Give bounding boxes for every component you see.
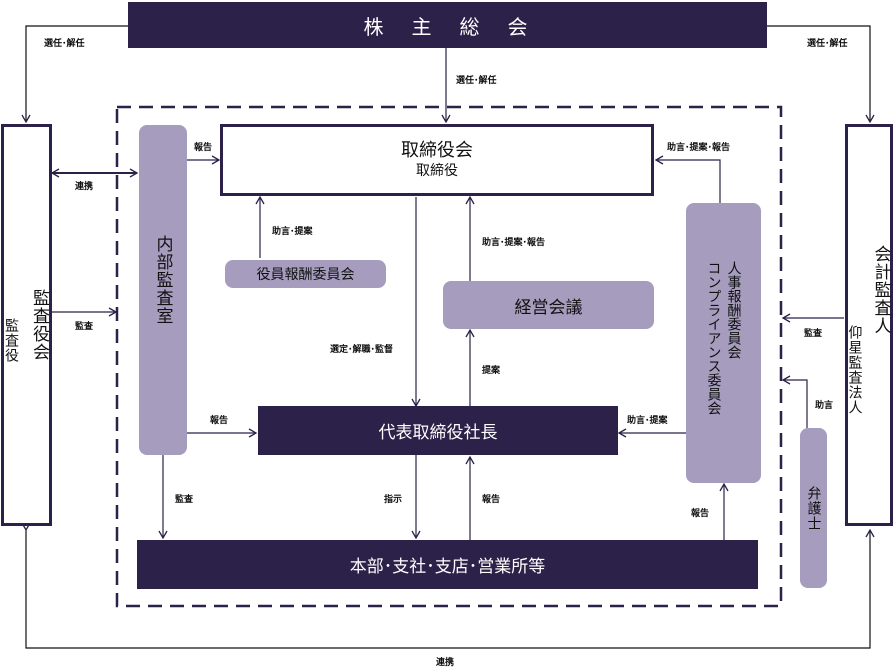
label-cooperation-top: 連携 xyxy=(75,182,94,192)
audit-board-title: 監査役会 xyxy=(29,289,49,361)
president-box: 代表取締役社長 xyxy=(258,406,618,455)
arrow-cooperation-bottom xyxy=(21,522,875,649)
internal-audit-label: 内部監査室 xyxy=(152,235,173,325)
shareholders-meeting-label: 株 主 総 会 xyxy=(363,14,532,39)
management-meeting-box: 経営会議 xyxy=(443,281,654,329)
label-select-dismiss-supervise: 選定･解職･監督 xyxy=(330,345,394,355)
board-title: 取締役会 xyxy=(401,140,473,161)
board-subtitle: 取締役 xyxy=(416,163,458,179)
label-report-divisions-hr: 報告 xyxy=(691,509,710,519)
internal-audit-box: 内部監査室 xyxy=(139,125,187,455)
label-elect-dismiss-center: 選任･解任 xyxy=(456,76,497,86)
audit-board-subtitle: 監査役 xyxy=(3,317,19,363)
compensation-committee-label: 役員報酬委員会 xyxy=(256,267,355,283)
divisions-box: 本部･支社･支店･営業所等 xyxy=(137,540,758,589)
lawyer-box: 弁護士 xyxy=(800,428,827,588)
board-box: 取締役会 取締役 xyxy=(220,124,654,196)
president-label: 代表取締役社長 xyxy=(378,423,498,443)
label-advice-proposal-report-hr: 助言･提案･報告 xyxy=(667,143,731,153)
company-boundary xyxy=(115,105,783,608)
label-instruction: 指示 xyxy=(384,495,403,505)
label-elect-dismiss-right: 選任･解任 xyxy=(807,39,848,49)
label-proposal-mgmt: 提案 xyxy=(482,366,501,376)
management-meeting-label: 経営会議 xyxy=(514,297,583,318)
audit-board-box: 監査役会 監査役 xyxy=(1,124,52,526)
compensation-committee-box: 役員報酬委員会 xyxy=(225,260,386,288)
label-cooperation-bottom: 連携 xyxy=(436,658,455,668)
label-advice-proposal-comp: 助言･提案 xyxy=(272,227,313,237)
hr-compliance-committee-box: 人事報酬委員会 コンプライアンス委員会 xyxy=(686,203,761,483)
label-report-divisions-president: 報告 xyxy=(482,495,501,505)
label-report-internal-president: 報告 xyxy=(210,416,229,426)
arrow-hr-to-board xyxy=(654,155,721,203)
lawyer-label: 弁護士 xyxy=(805,485,822,531)
label-report-internal-board: 報告 xyxy=(194,143,213,153)
hr-committee-label: 人事報酬委員会 xyxy=(725,261,742,359)
arrow-advice-lawyer xyxy=(781,375,808,428)
compliance-committee-label: コンプライアンス委員会 xyxy=(705,261,722,415)
divisions-label: 本部･支社･支店･営業所等 xyxy=(349,557,546,577)
arrow-elect-audit-board xyxy=(21,25,128,124)
label-advice-proposal-hr: 助言･提案 xyxy=(627,416,668,426)
accounting-auditor-title: 会計監査人 xyxy=(870,245,891,335)
arrow-elect-accounting-auditor xyxy=(766,25,875,124)
accounting-auditor-subtitle: 仰星監査法人 xyxy=(846,325,863,415)
label-audit-internal-down: 監査 xyxy=(175,495,194,505)
label-audit-left: 監査 xyxy=(75,322,94,332)
label-advice-lawyer: 助言 xyxy=(815,401,834,411)
label-audit-right: 監査 xyxy=(804,329,823,339)
accounting-auditor-box: 会計監査人 仰星監査法人 xyxy=(845,124,893,526)
label-elect-dismiss-left: 選任･解任 xyxy=(44,39,85,49)
label-advice-proposal-report-mgmt: 助言･提案･報告 xyxy=(482,238,546,248)
shareholders-meeting-box: 株 主 総 会 xyxy=(128,2,767,48)
